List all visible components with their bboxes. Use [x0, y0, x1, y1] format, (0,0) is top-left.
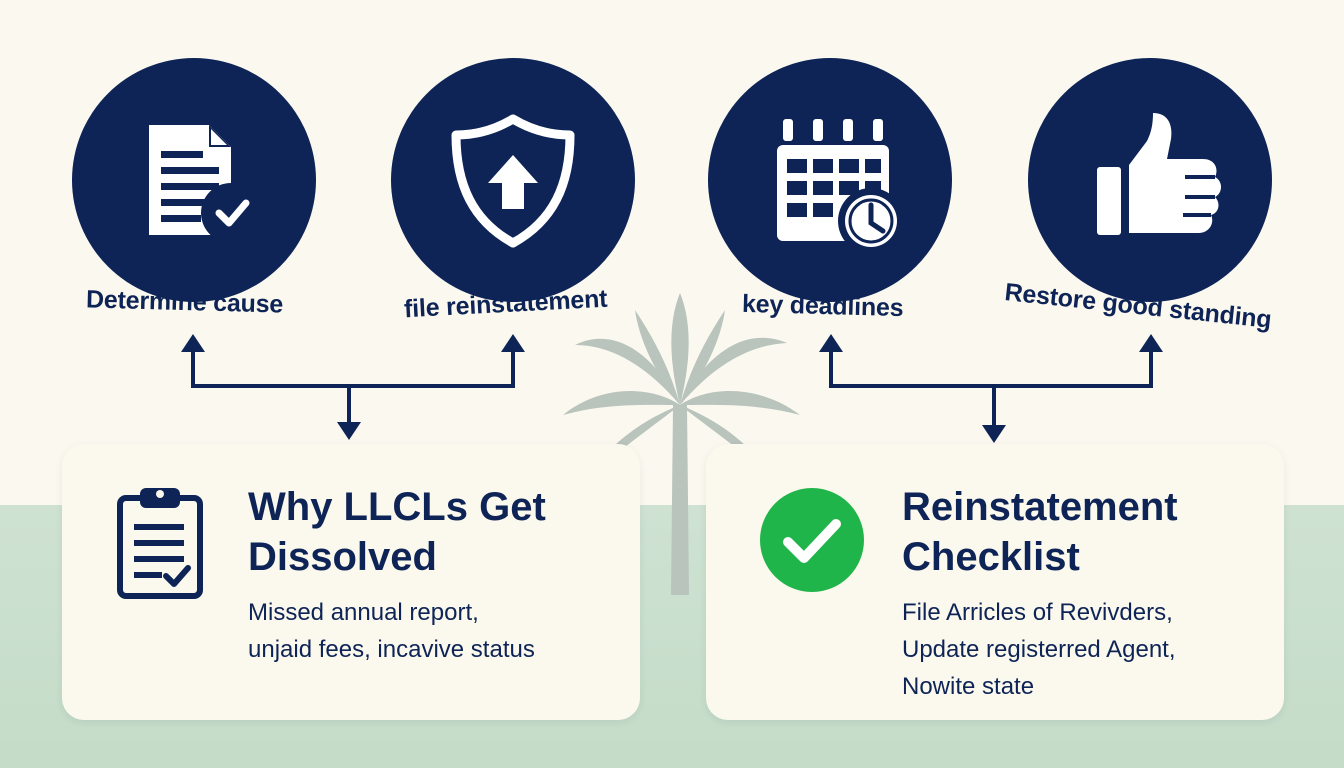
- thumbs-up-icon: [1097, 113, 1221, 235]
- step-circle-restore-good-standing: [1028, 58, 1272, 302]
- card-body-line: Nowite state: [902, 673, 1035, 700]
- card-body: File Arricles of Revivders, Update regis…: [902, 594, 1176, 705]
- card-body-line: Update registerred Agent,: [902, 636, 1176, 663]
- shield-arrow-up-icon: [451, 114, 575, 248]
- clipboard-icon: [117, 488, 203, 599]
- card-title-line: Checklist: [902, 535, 1080, 579]
- card-why-llcs-dissolved: Why LLCLs Get Dissolved Missed annual re…: [62, 444, 640, 720]
- card-title-line: Dissolved: [248, 535, 437, 579]
- document-check-icon: [149, 125, 261, 243]
- card-title: Why LLCLs Get Dissolved: [248, 482, 546, 582]
- green-check-circle-icon: [760, 488, 864, 592]
- card-body-line: File Arricles of Revivders,: [902, 599, 1173, 626]
- card-body-line: unjaid fees, incavive status: [248, 636, 535, 663]
- card-reinstatement-checklist: Reinstatement Checklist File Arricles of…: [706, 444, 1284, 720]
- card-body: Missed annual report, unjaid fees, incav…: [248, 594, 535, 668]
- card-title: Reinstatement Checklist: [902, 482, 1178, 582]
- card-body-line: Missed annual report,: [248, 599, 479, 626]
- step-label-key-deadlines: key deadlines: [741, 289, 904, 323]
- card-title-line: Reinstatement: [902, 485, 1178, 529]
- step-circle-determine-cause: [72, 58, 316, 302]
- calendar-clock-icon: [777, 119, 904, 254]
- step-label-determine-cause: Determine cause: [85, 285, 284, 319]
- step-circle-file-reinstatement: [391, 58, 635, 302]
- card-title-line: Why LLCLs Get: [248, 485, 546, 529]
- palm-tree-icon: [563, 293, 800, 595]
- step-circle-key-deadlines: [708, 58, 952, 302]
